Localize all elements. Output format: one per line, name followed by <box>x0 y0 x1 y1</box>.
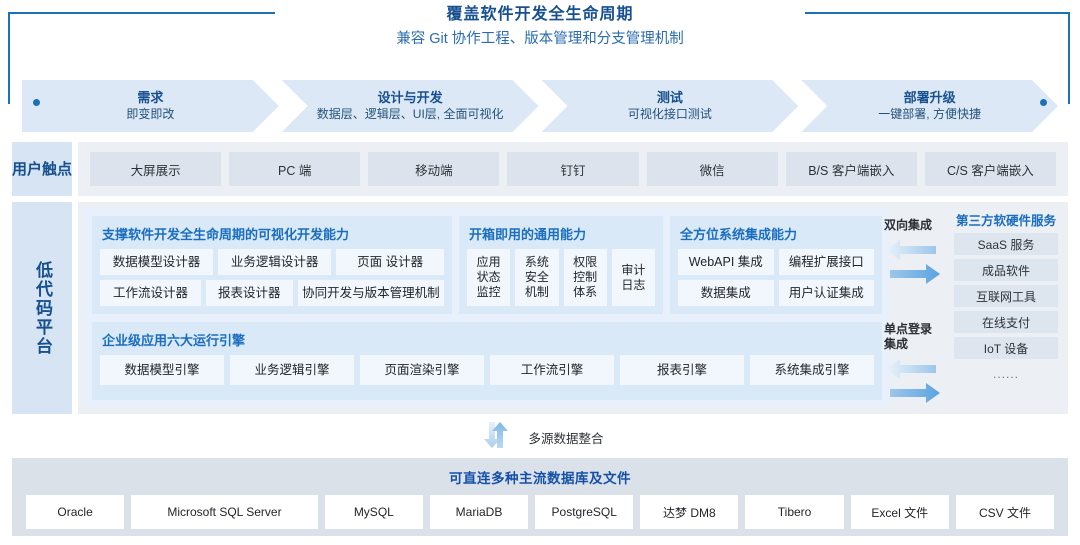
panel-row: WebAPI 集成 编程扩展接口 <box>670 249 882 275</box>
database-item[interactable]: CSV 文件 <box>955 495 1055 529</box>
stage-deploy-upgrade[interactable]: 部署升级 一键部署, 方便快捷 <box>801 80 1058 132</box>
multi-source-integration: 多源数据整合 <box>0 418 1080 456</box>
arrow-group-label: 单点登录集成 <box>884 322 933 351</box>
capability-chip[interactable]: 编程扩展接口 <box>778 249 874 275</box>
stage-title: 需求 <box>137 90 164 105</box>
stage-subtitle: 可视化接口测试 <box>627 107 712 121</box>
bidirectional-arrow-icon <box>884 356 942 411</box>
integration-arrow-group-bidirectional: 双向集成 <box>884 218 942 292</box>
capability-chip[interactable]: 权限控制体系 <box>563 249 607 306</box>
capability-chip[interactable]: 数据模型设计器 <box>100 249 214 275</box>
database-item[interactable]: MySQL <box>324 495 423 529</box>
panel-title: 支撑软件开发全生命周期的可视化开发能力 <box>102 227 350 242</box>
lowcode-platform-body: 支撑软件开发全生命周期的可视化开发能力 数据模型设计器 业务逻辑设计器 页面 设… <box>78 202 1068 414</box>
engine-chip[interactable]: 业务逻辑引擎 <box>230 355 354 385</box>
stage-title: 测试 <box>656 90 683 105</box>
engine-chip[interactable]: 页面渲染引擎 <box>360 355 484 385</box>
panel-row: 数据集成 用户认证集成 <box>670 280 882 306</box>
database-item-list: Oracle Microsoft SQL Server MySQL MariaD… <box>12 487 1068 529</box>
stage-subtitle: 数据层、逻辑层、UI层, 全面可视化 <box>316 107 504 121</box>
engine-chip[interactable]: 数据模型引擎 <box>100 355 224 385</box>
panel-system-integration: 全方位系统集成能力 WebAPI 集成 编程扩展接口 数据集成 用户认证集成 <box>670 216 882 314</box>
bidirectional-arrow-icon <box>884 237 942 292</box>
platform-inner-panel: 支撑软件开发全生命周期的可视化开发能力 数据模型设计器 业务逻辑设计器 页面 设… <box>84 208 890 408</box>
page-subtitle: 兼容 Git 协作工程、版本管理和分支管理机制 <box>396 31 684 47</box>
bracket-title-mask <box>275 4 805 26</box>
stage-design-development[interactable]: 设计与开发 数据层、逻辑层、UI层, 全面可视化 <box>282 80 539 132</box>
capability-chip[interactable]: 业务逻辑设计器 <box>218 249 332 275</box>
up-down-arrow-icon <box>476 420 516 455</box>
stage-testing[interactable]: 测试 可视化接口测试 <box>542 80 799 132</box>
capability-chip[interactable]: 用户认证集成 <box>778 280 874 306</box>
bracket-dot-right <box>1040 99 1047 106</box>
database-item[interactable]: Oracle <box>26 495 125 529</box>
engine-chip[interactable]: 报表引擎 <box>620 355 744 385</box>
panel-row: 应用状态监控 系统安全机制 权限控制体系 审计日志 <box>459 249 663 306</box>
multi-source-label: 多源数据整合 <box>528 431 604 446</box>
touchpoint-item[interactable]: 钉钉 <box>507 152 639 186</box>
third-party-title: 第三方软硬件服务 <box>955 214 1056 228</box>
panel-row: 数据模型引擎 业务逻辑引擎 页面渲染引擎 工作流引擎 报表引擎 系统集成引擎 <box>92 355 882 385</box>
touchpoint-item[interactable]: 移动端 <box>368 152 500 186</box>
database-item[interactable]: Tibero <box>745 495 844 529</box>
engine-chip[interactable]: 工作流引擎 <box>490 355 614 385</box>
capability-chip[interactable]: WebAPI 集成 <box>678 249 774 275</box>
panel-title: 全方位系统集成能力 <box>680 227 798 242</box>
stage-title: 部署升级 <box>903 90 956 105</box>
touchpoint-item[interactable]: 微信 <box>646 152 778 186</box>
stage-subtitle: 即变即改 <box>126 107 175 121</box>
stage-subtitle: 一键部署, 方便快捷 <box>878 107 981 121</box>
touchpoint-item[interactable]: PC 端 <box>229 152 361 186</box>
capability-chip[interactable]: 协同开发与版本管理机制 <box>297 280 444 306</box>
panel-row: 工作流设计器 报表设计器 协同开发与版本管理机制 <box>92 280 452 306</box>
panel-title: 企业级应用六大运行引擎 <box>102 333 246 348</box>
database-item[interactable]: Microsoft SQL Server <box>131 495 318 529</box>
axis-label-lowcode-platform: 低代码平台 <box>12 202 72 414</box>
capability-chip[interactable]: 审计日志 <box>611 249 655 306</box>
stage-title: 设计与开发 <box>377 90 443 105</box>
capability-chip[interactable]: 工作流设计器 <box>100 280 201 306</box>
third-party-item[interactable]: SaaS 服务 <box>954 233 1058 255</box>
capability-chip[interactable]: 系统安全机制 <box>515 249 559 306</box>
panel-general-capabilities: 开箱即用的通用能力 应用状态监控 系统安全机制 权限控制体系 审计日志 <box>459 216 663 314</box>
panel-title: 开箱即用的通用能力 <box>469 227 587 242</box>
page-title: 覆盖软件开发全生命周期 <box>446 6 634 23</box>
database-item[interactable]: 达梦 DM8 <box>640 495 739 529</box>
third-party-item[interactable]: 在线支付 <box>954 311 1058 333</box>
capability-chip[interactable]: 应用状态监控 <box>467 249 511 306</box>
capability-chip[interactable]: 页面 设计器 <box>336 249 444 275</box>
panel-runtime-engines: 企业级应用六大运行引擎 数据模型引擎 业务逻辑引擎 页面渲染引擎 工作流引擎 报… <box>92 322 882 400</box>
bracket-dot-left <box>33 99 40 106</box>
database-item[interactable]: PostgreSQL <box>535 495 634 529</box>
third-party-item[interactable]: 成品软件 <box>954 259 1058 281</box>
database-item[interactable]: MariaDB <box>429 495 529 529</box>
touchpoint-item[interactable]: 大屏展示 <box>90 152 222 186</box>
capability-chip[interactable]: 数据集成 <box>678 280 774 306</box>
arrow-group-label: 双向集成 <box>884 218 933 232</box>
database-band: 可直连多种主流数据库及文件 Oracle Microsoft SQL Serve… <box>12 458 1068 536</box>
third-party-services-column: 第三方软硬件服务 SaaS 服务 成品软件 互联网工具 在线支付 IoT 设备 … <box>944 202 1068 414</box>
third-party-item-more: ...... <box>954 363 1058 385</box>
database-item[interactable]: Excel 文件 <box>850 495 949 529</box>
lifecycle-stage-list: 需求 即变即改 设计与开发 数据层、逻辑层、UI层, 全面可视化 测试 可视化接… <box>22 80 1058 132</box>
stage-requirement[interactable]: 需求 即变即改 <box>22 80 279 132</box>
touchpoint-item[interactable]: B/S 客户端嵌入 <box>785 152 917 186</box>
integration-arrows-column: 双向集成 单点登录集成 <box>884 206 942 412</box>
integration-arrow-group-sso: 单点登录集成 <box>884 322 942 411</box>
touchpoint-item[interactable]: C/S 客户端嵌入 <box>924 152 1056 186</box>
axis-label-touchpoints: 用户触点 <box>12 142 72 196</box>
third-party-item[interactable]: 互联网工具 <box>954 285 1058 307</box>
touchpoints-row: 大屏展示 PC 端 移动端 钉钉 微信 B/S 客户端嵌入 C/S 客户端嵌入 <box>78 142 1068 196</box>
capability-chip[interactable]: 报表设计器 <box>205 280 293 306</box>
panel-row: 数据模型设计器 业务逻辑设计器 页面 设计器 <box>92 249 452 275</box>
engine-chip[interactable]: 系统集成引擎 <box>750 355 874 385</box>
database-band-title: 可直连多种主流数据库及文件 <box>449 471 631 486</box>
lifecycle-title-block: 覆盖软件开发全生命周期 兼容 Git 协作工程、版本管理和分支管理机制 <box>0 4 1080 50</box>
panel-visual-development: 支撑软件开发全生命周期的可视化开发能力 数据模型设计器 业务逻辑设计器 页面 设… <box>92 216 452 314</box>
lifecycle-banner: 覆盖软件开发全生命周期 兼容 Git 协作工程、版本管理和分支管理机制 需求 即… <box>0 0 1080 136</box>
third-party-item[interactable]: IoT 设备 <box>954 337 1058 359</box>
